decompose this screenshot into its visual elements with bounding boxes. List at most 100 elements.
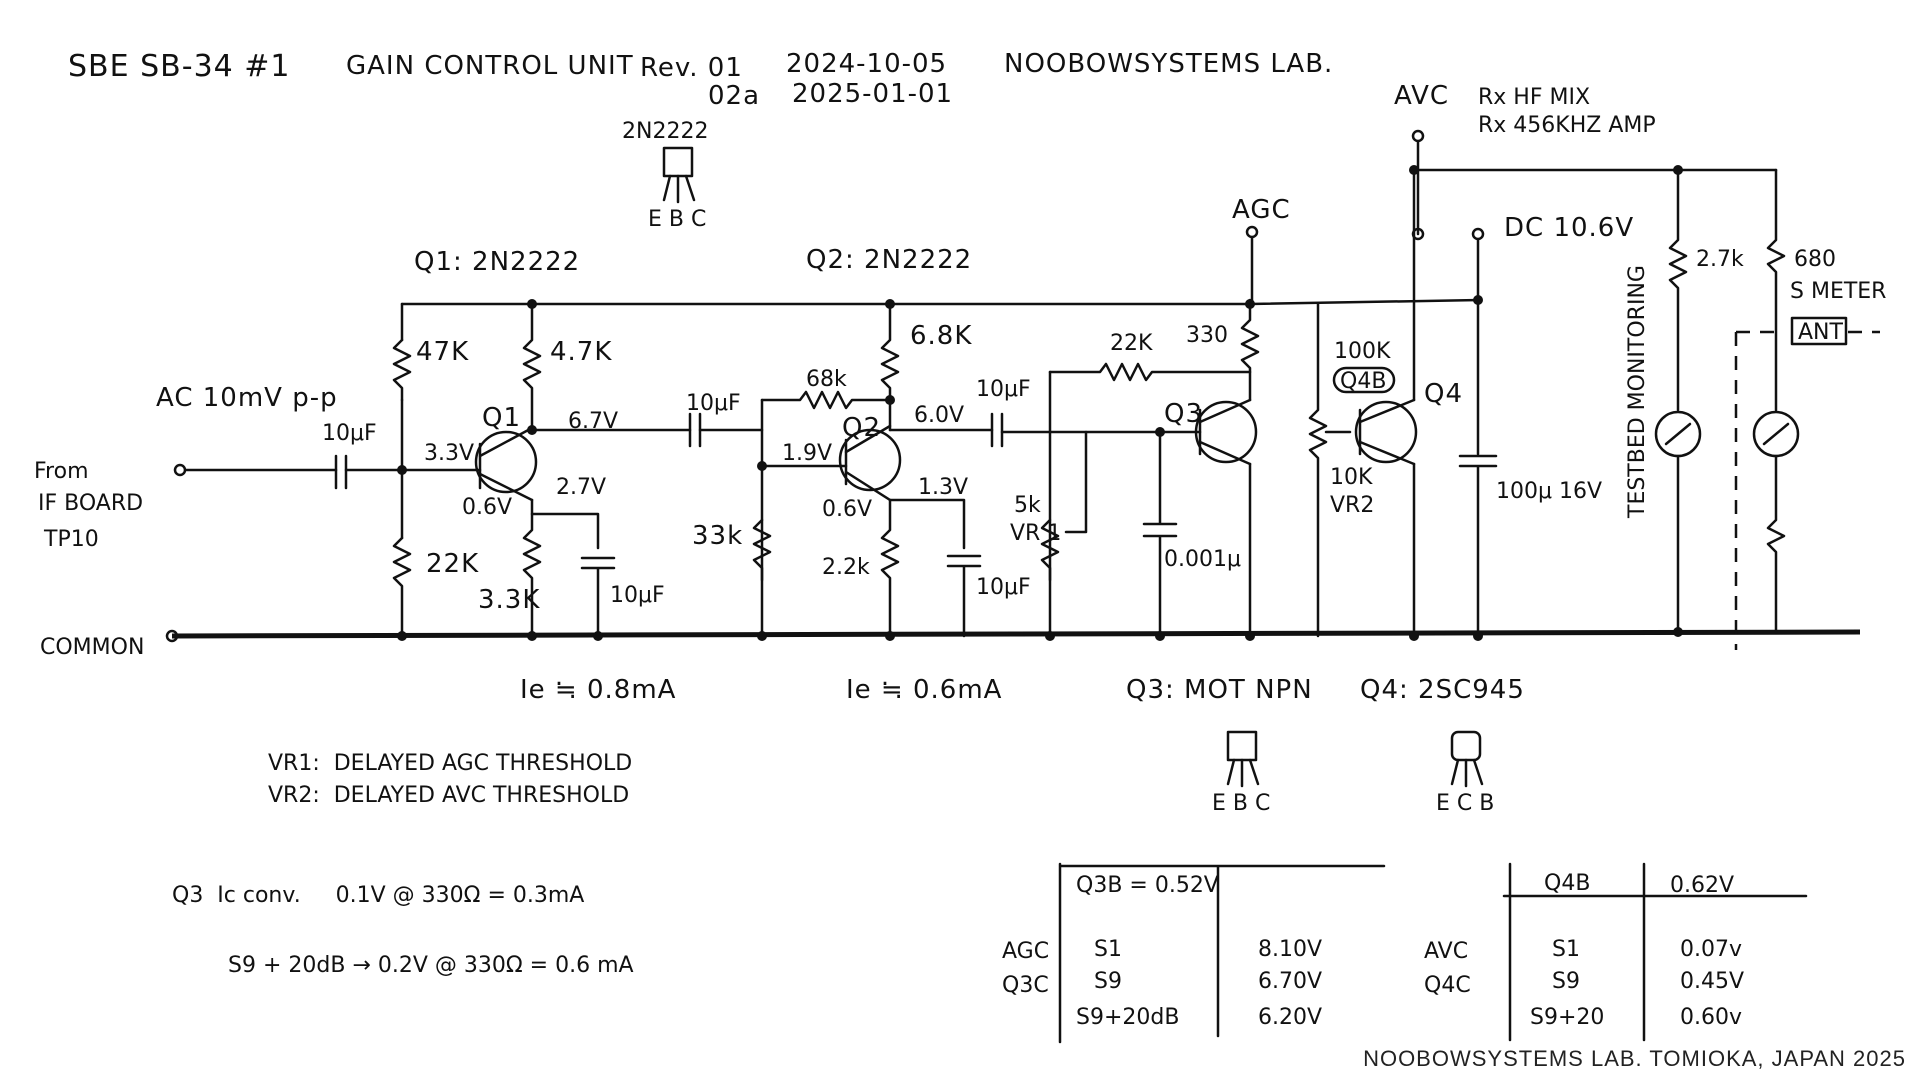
vr2-value: 10K xyxy=(1330,465,1373,490)
avc-label: AVC xyxy=(1394,81,1449,111)
q4b-tag: Q4B xyxy=(1340,369,1386,394)
schematic-title: SBE SB-34 #1 xyxy=(68,49,291,84)
junction-dots xyxy=(397,165,1683,641)
r68k-label: 68k xyxy=(806,367,847,392)
q2-ie-note: Ie ≒ 0.6mA xyxy=(846,675,1002,705)
table-q3-side1: AGC xyxy=(1002,939,1049,964)
vr1-label: VR 1 xyxy=(1010,521,1061,546)
input-from: From xyxy=(34,459,89,484)
common-label: COMMON xyxy=(40,635,144,660)
input-if-board: IF BOARD xyxy=(38,491,143,516)
q2-vbe: 0.6V xyxy=(822,497,872,522)
vr2-label: VR2 xyxy=(1330,493,1374,518)
table-q3-row1-value: 8.10V xyxy=(1258,937,1322,962)
q2-emitter-voltage: 1.3V xyxy=(918,475,968,500)
revision2-label: 02a xyxy=(708,81,760,111)
q1-collector-voltage: 6.7V xyxy=(568,409,618,434)
r6-8k-label: 6.8K xyxy=(910,321,972,351)
q2-collector-voltage: 6.0V xyxy=(914,403,964,428)
c-in-label: 10μF xyxy=(322,421,377,446)
pinout-q3: Q3: MOT NPN E B C xyxy=(1126,675,1313,816)
table-q3-row1-level: S1 xyxy=(1094,937,1122,962)
pinout-q4-part: Q4: 2SC945 xyxy=(1360,675,1525,705)
pinout-q3-pins: E B C xyxy=(1212,791,1270,816)
input-tp10: TP10 xyxy=(43,527,99,552)
input-signal-label: AC 10mV p-p xyxy=(156,383,338,413)
ic-conv-note-2: S9 + 20dB → 0.2V @ 330Ω = 0.6 mA xyxy=(228,953,634,978)
q1-emitter-voltage: 2.7V xyxy=(556,475,606,500)
revision2-date: 2025-01-01 xyxy=(792,79,953,109)
c-coup-label: 10μF xyxy=(686,391,741,416)
q1-part-label: Q1: 2N2222 xyxy=(414,247,580,277)
rx-amp-label: Rx 456KHZ AMP xyxy=(1478,113,1656,138)
table-q4-header-value: 0.62V xyxy=(1670,873,1734,898)
c100u-label: 100μ 16V xyxy=(1496,479,1602,504)
c-0001-label: 0.001μ xyxy=(1164,547,1241,572)
table-q3-row2-value: 6.70V xyxy=(1258,969,1322,994)
r2-2k-label: 2.2k xyxy=(822,555,870,580)
table-q4-header-label: Q4B xyxy=(1544,871,1590,896)
agc-label: AGC xyxy=(1232,195,1291,225)
c-q1e-label: 10μF xyxy=(610,583,665,608)
table-q3: Q3B = 0.52V AGC Q3C S1 8.10V S9 6.70V S9… xyxy=(1002,862,1386,1044)
pinout-q4-pins: E C B xyxy=(1436,791,1494,816)
rx-hf-mix-label: Rx HF MIX xyxy=(1478,85,1590,110)
table-q4-row1-value: 0.07v xyxy=(1680,937,1742,962)
lab-name: NOOBOWSYSTEMS LAB. xyxy=(1004,49,1333,79)
q4-symbol xyxy=(1354,400,1418,464)
ic-conv-note-1: Q3 Ic conv. 0.1V @ 330Ω = 0.3mA xyxy=(172,883,584,908)
table-q4-row1-level: S1 xyxy=(1552,937,1580,962)
r33k-label: 33k xyxy=(692,521,743,551)
ant-label: ANT xyxy=(1798,320,1844,345)
vr2-note: VR2: DELAYED AVC THRESHOLD xyxy=(268,783,629,808)
table-q3-row3-value: 6.20V xyxy=(1258,1005,1322,1030)
r47k-label: 47K xyxy=(416,337,469,367)
q1-symbol xyxy=(474,430,538,494)
vr1-note: VR1: DELAYED AGC THRESHOLD xyxy=(268,751,632,776)
dc-voltage-label: DC 10.6V xyxy=(1504,213,1634,243)
c-q2e-label: 10μF xyxy=(976,575,1031,600)
r22k-a-label: 22K xyxy=(426,549,479,579)
r4-7k-label: 4.7K xyxy=(550,337,612,367)
q4-label: Q4 xyxy=(1424,379,1463,409)
table-q4-row3-value: 0.60v xyxy=(1680,1005,1742,1030)
table-q3-side2: Q3C xyxy=(1002,973,1049,998)
q1-ie-note: Ie ≒ 0.8mA xyxy=(520,675,676,705)
table-q4: Q4B 0.62V AVC Q4C S1 0.07v S9 0.45V S9+2… xyxy=(1424,862,1808,1042)
s-meter-label: S METER xyxy=(1790,279,1886,304)
r100k-label: 100K xyxy=(1334,339,1391,364)
r680-label: 680 xyxy=(1794,247,1836,272)
pinout-q4: Q4: 2SC945 E C B xyxy=(1360,675,1525,816)
table-q3-row2-level: S9 xyxy=(1094,969,1122,994)
table-q3-row3-level: S9+20dB xyxy=(1076,1005,1179,1030)
table-q4-side2: Q4C xyxy=(1424,973,1471,998)
testbed-label: TESTBED MONITORING xyxy=(1625,265,1650,519)
q2-label: Q2 xyxy=(842,413,881,443)
table-q4-row2-level: S9 xyxy=(1552,969,1580,994)
r2-7k-label: 2.7k xyxy=(1696,247,1744,272)
q1-vbe: 0.6V xyxy=(462,495,512,520)
q2-base-voltage: 1.9V xyxy=(782,441,832,466)
q1-label: Q1 xyxy=(482,403,521,433)
q1-base-voltage: 3.3V xyxy=(424,441,474,466)
common-bus xyxy=(171,629,1861,639)
revision-date: 2024-10-05 xyxy=(786,49,947,79)
table-q4-side1: AVC xyxy=(1424,939,1468,964)
r3-3k-label: 3.3K xyxy=(478,585,540,615)
vr1-value: 5k xyxy=(1014,493,1041,518)
table-q4-row2-value: 0.45V xyxy=(1680,969,1744,994)
revision-label: Rev. 01 xyxy=(640,53,743,83)
pinout-2n2222: 2N2222 E B C xyxy=(622,119,708,232)
pinout-q3-part: Q3: MOT NPN xyxy=(1126,675,1313,705)
footer-credit: NOOBOWSYSTEMS LAB. TOMIOKA, JAPAN 2025 xyxy=(1363,1046,1906,1071)
q2-part-label: Q2: 2N2222 xyxy=(806,245,972,275)
q3-label: Q3 xyxy=(1164,399,1203,429)
schematic-subtitle: GAIN CONTROL UNIT xyxy=(346,51,634,81)
r330-label: 330 xyxy=(1186,323,1228,348)
pinout-pins: E B C xyxy=(648,207,706,232)
q3-symbol xyxy=(1194,400,1258,464)
table-q3-header: Q3B = 0.52V xyxy=(1076,873,1219,898)
c-q2coup-label: 10μF xyxy=(976,377,1031,402)
table-q4-row3-level: S9+20 xyxy=(1530,1005,1604,1030)
